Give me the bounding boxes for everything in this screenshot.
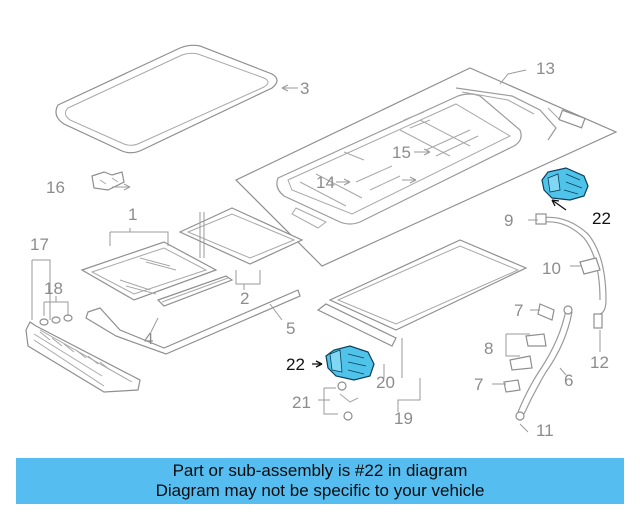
- part-22-motor-lower: [325, 345, 375, 381]
- part-1-sunshade-panels: [80, 207, 304, 301]
- callout-14: 14: [316, 173, 335, 192]
- callout-13: 13: [536, 59, 555, 78]
- callout-7a: 7: [514, 301, 523, 320]
- part-glass-panel: [55, 44, 278, 154]
- info-banner: Part or sub-assembly is #22 in diagram D…: [16, 458, 624, 504]
- callout-5: 5: [286, 319, 295, 338]
- leader-lines: [31, 69, 601, 433]
- callout-17: 17: [30, 235, 49, 254]
- callout-12: 12: [590, 353, 609, 372]
- part-12-valve: [593, 313, 603, 329]
- sunroof-parts-diagram: 1 2 3 4 5 6 7 7 8 9 10 11 12 13 14 15 16…: [25, 44, 618, 440]
- callout-19: 19: [394, 409, 413, 428]
- callout-11: 11: [536, 421, 554, 440]
- callout-4: 4: [144, 329, 153, 348]
- banner-line-2: Diagram may not be specific to your vehi…: [155, 481, 485, 500]
- part-22-motor-upper: [541, 167, 589, 201]
- callout-16: 16: [46, 178, 65, 197]
- callout-21: 21: [292, 393, 311, 412]
- part-5-rail: [85, 289, 301, 355]
- callout-20: 20: [376, 373, 395, 392]
- part-6-drain-hose: [515, 305, 573, 421]
- part-9-drain-hose: [535, 213, 607, 315]
- part-17-wind-deflector: [25, 321, 141, 393]
- callout-2: 2: [240, 289, 249, 308]
- callout-22-lower: 22: [286, 355, 305, 374]
- banner-line-1: Part or sub-assembly is #22 in diagram: [172, 461, 468, 480]
- callout-3: 3: [300, 79, 309, 98]
- callout-8: 8: [484, 339, 493, 358]
- part-4-seal-strip: [156, 275, 234, 307]
- callout-6: 6: [564, 371, 573, 390]
- callout-numbers: 1 2 3 4 5 6 7 7 8 9 10 11 12 13 14 15 16…: [30, 59, 611, 440]
- part-13-frame-assembly: [234, 67, 618, 267]
- part-18-clips: [39, 314, 73, 326]
- callout-18: 18: [44, 279, 63, 298]
- callout-22-upper: 22: [592, 209, 611, 228]
- part-16-bracket: [91, 171, 125, 191]
- part-19-sunshade: [316, 239, 528, 347]
- callout-1: 1: [128, 205, 137, 224]
- part-7-8-brackets: [503, 303, 555, 393]
- part-21-screws: [337, 381, 359, 421]
- callout-10: 10: [542, 259, 561, 278]
- callout-15: 15: [392, 143, 411, 162]
- callout-9: 9: [504, 211, 513, 230]
- part-10-bracket: [579, 257, 601, 275]
- callout-7b: 7: [474, 375, 483, 394]
